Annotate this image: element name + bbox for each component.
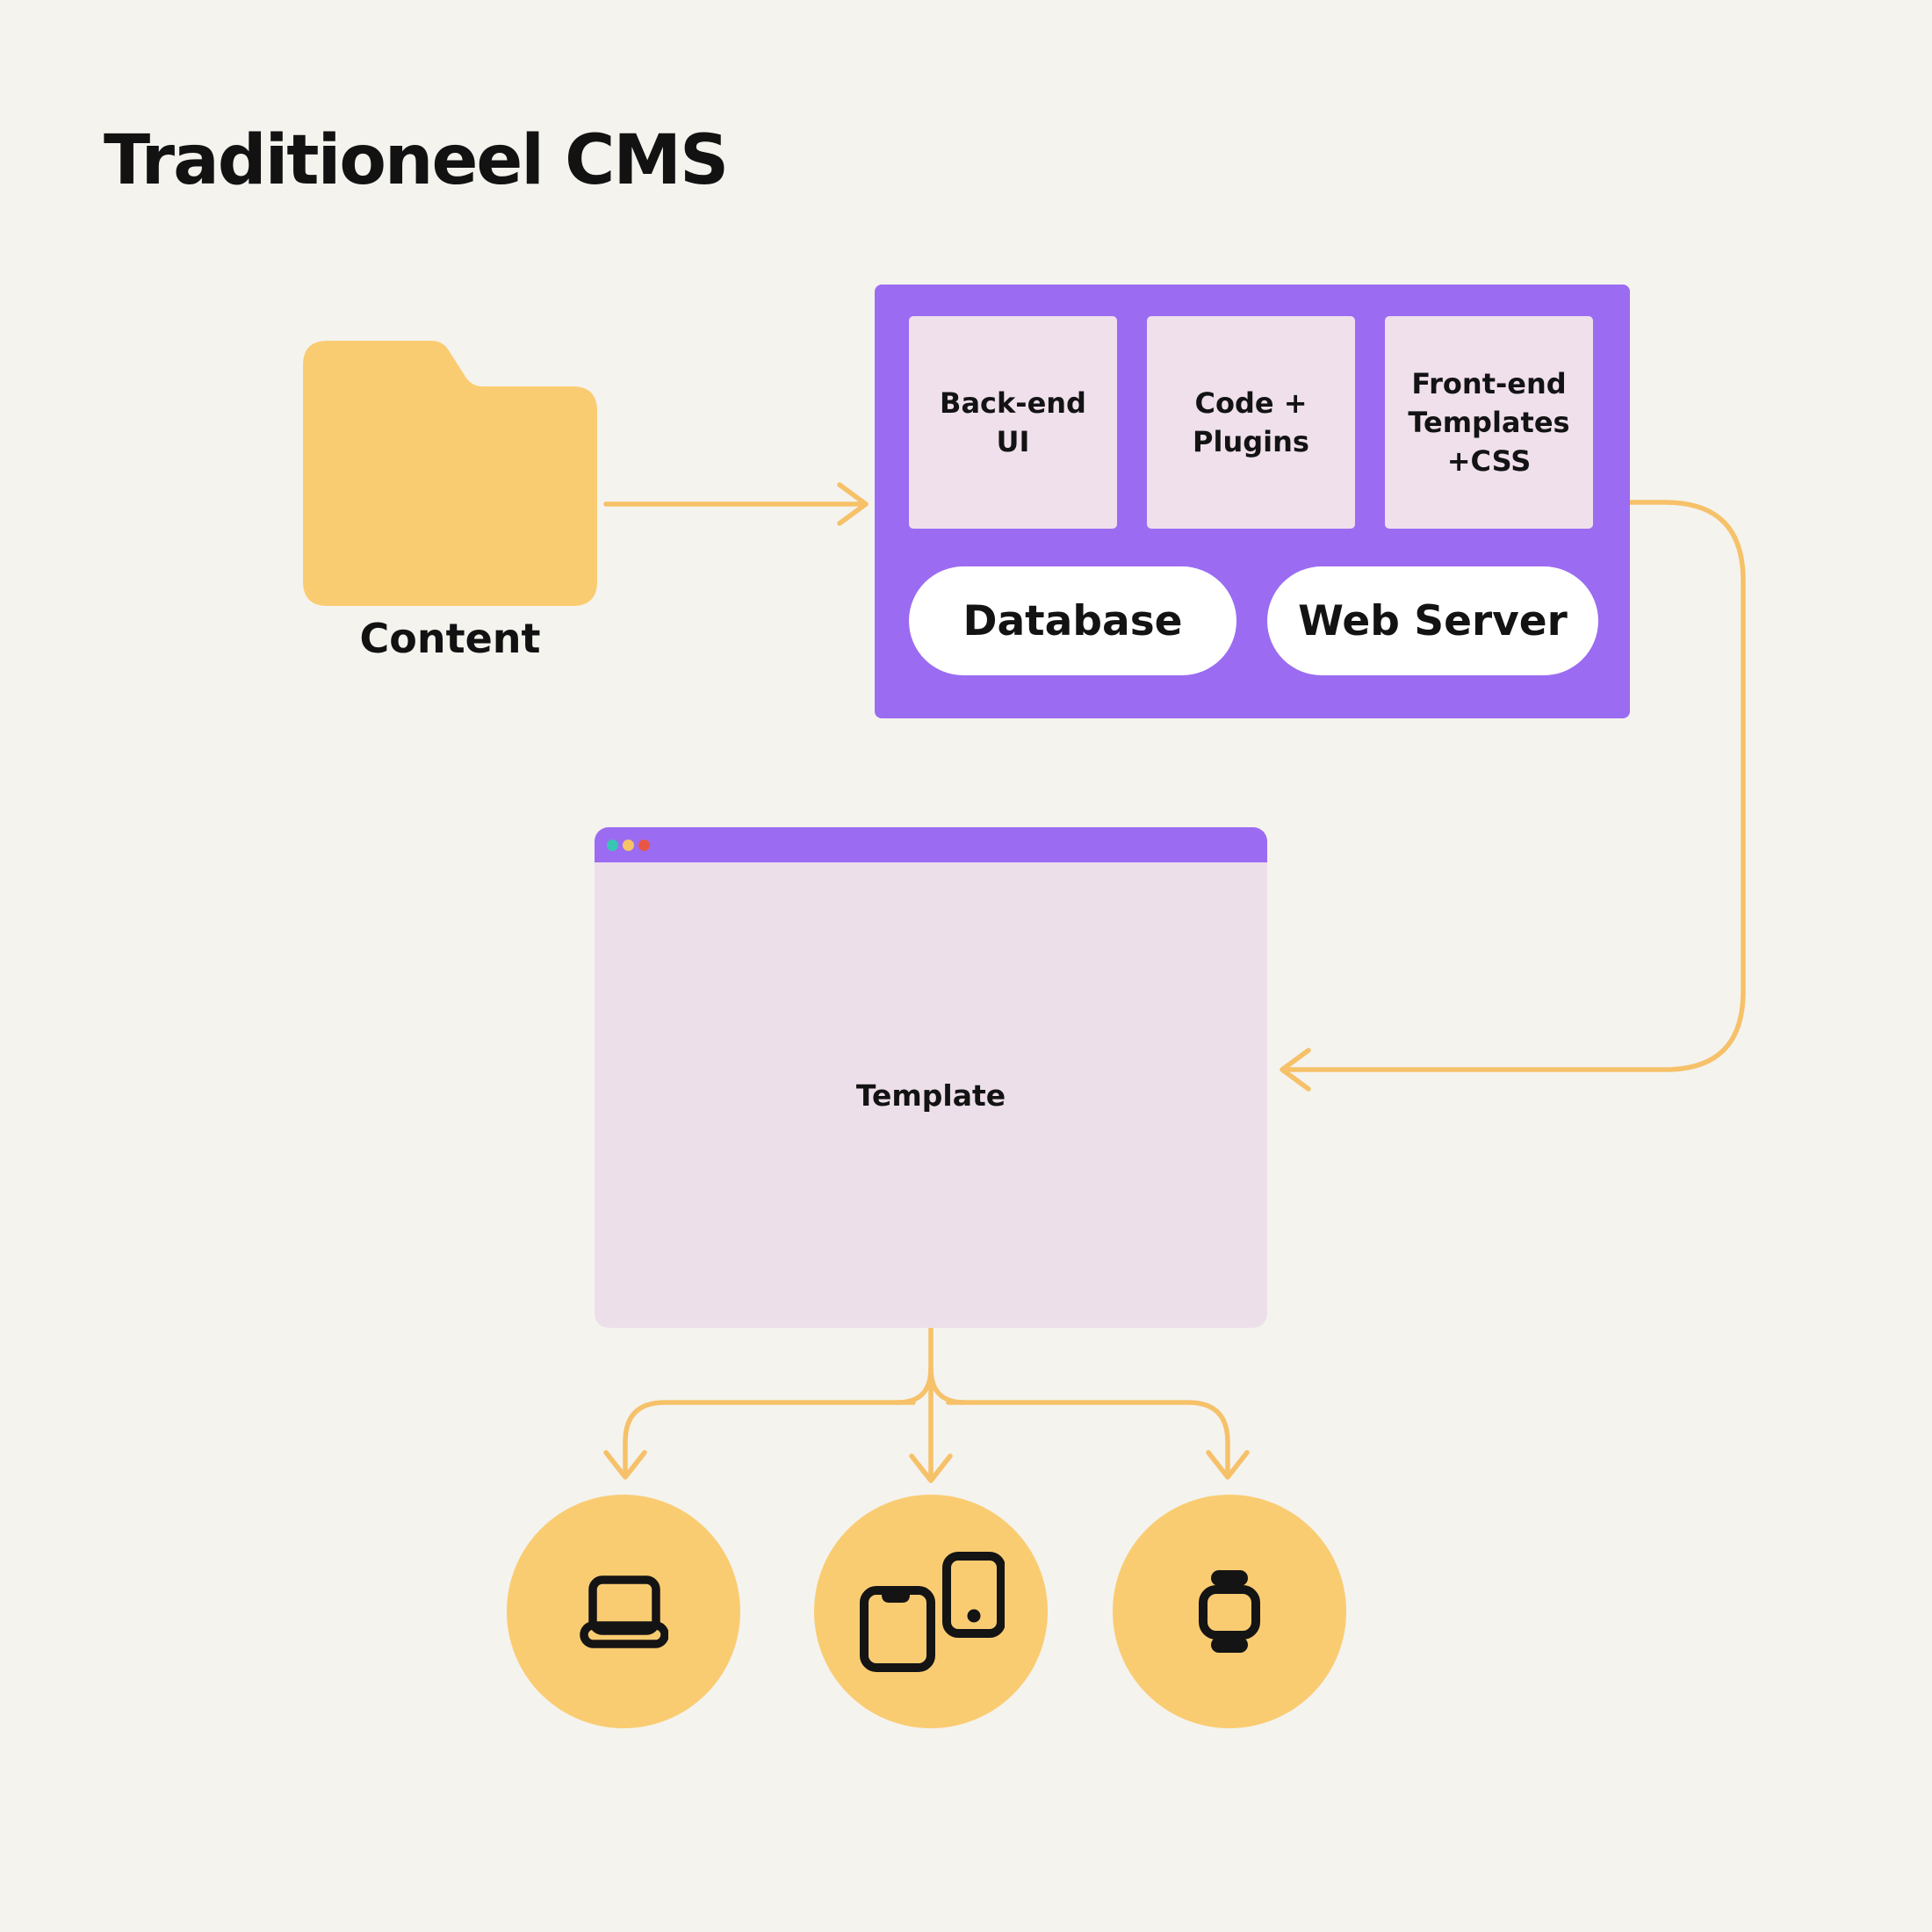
device-circle-smartwatch [1113,1495,1346,1728]
device-circle-phone-tablet [814,1495,1048,1728]
laptop-icon [580,1575,668,1648]
phone-and-tablet-icon [860,1552,1005,1672]
smartwatch-icon [1199,1570,1260,1653]
content-folder [303,341,597,606]
component-label: Back-end UI [940,386,1086,458]
database-pill: Database [909,566,1236,675]
arrow-content-to-cms [603,482,869,526]
teal-dot-icon [607,839,618,851]
folder-icon [303,341,597,606]
device-circle-laptop [507,1495,740,1728]
component-label: Front-end Templates +CSS [1408,366,1570,479]
cms-box: Back-end UI Code + Plugins Front-end Tem… [875,285,1630,718]
component-frontend-templates: Front-end Templates +CSS [1385,316,1593,529]
template-label: Template [855,1078,1006,1113]
component-label: Code + Plugins [1193,386,1309,458]
browser-title-bar [595,827,1267,862]
page-title: Traditioneel CMS [104,121,729,200]
web-server-pill: Web Server [1267,566,1598,675]
arrow-template-to-devices [603,1325,1250,1483]
component-code-plugins: Code + Plugins [1147,316,1355,529]
yellow-dot-icon [623,839,634,851]
template-browser-window: Template [595,827,1267,1328]
component-backend-ui: Back-end UI [909,316,1117,529]
content-label: Content [359,615,541,662]
browser-body: Template [595,862,1267,1328]
cms-components-row: Back-end UI Code + Plugins Front-end Tem… [909,316,1593,529]
red-dot-icon [638,839,650,851]
